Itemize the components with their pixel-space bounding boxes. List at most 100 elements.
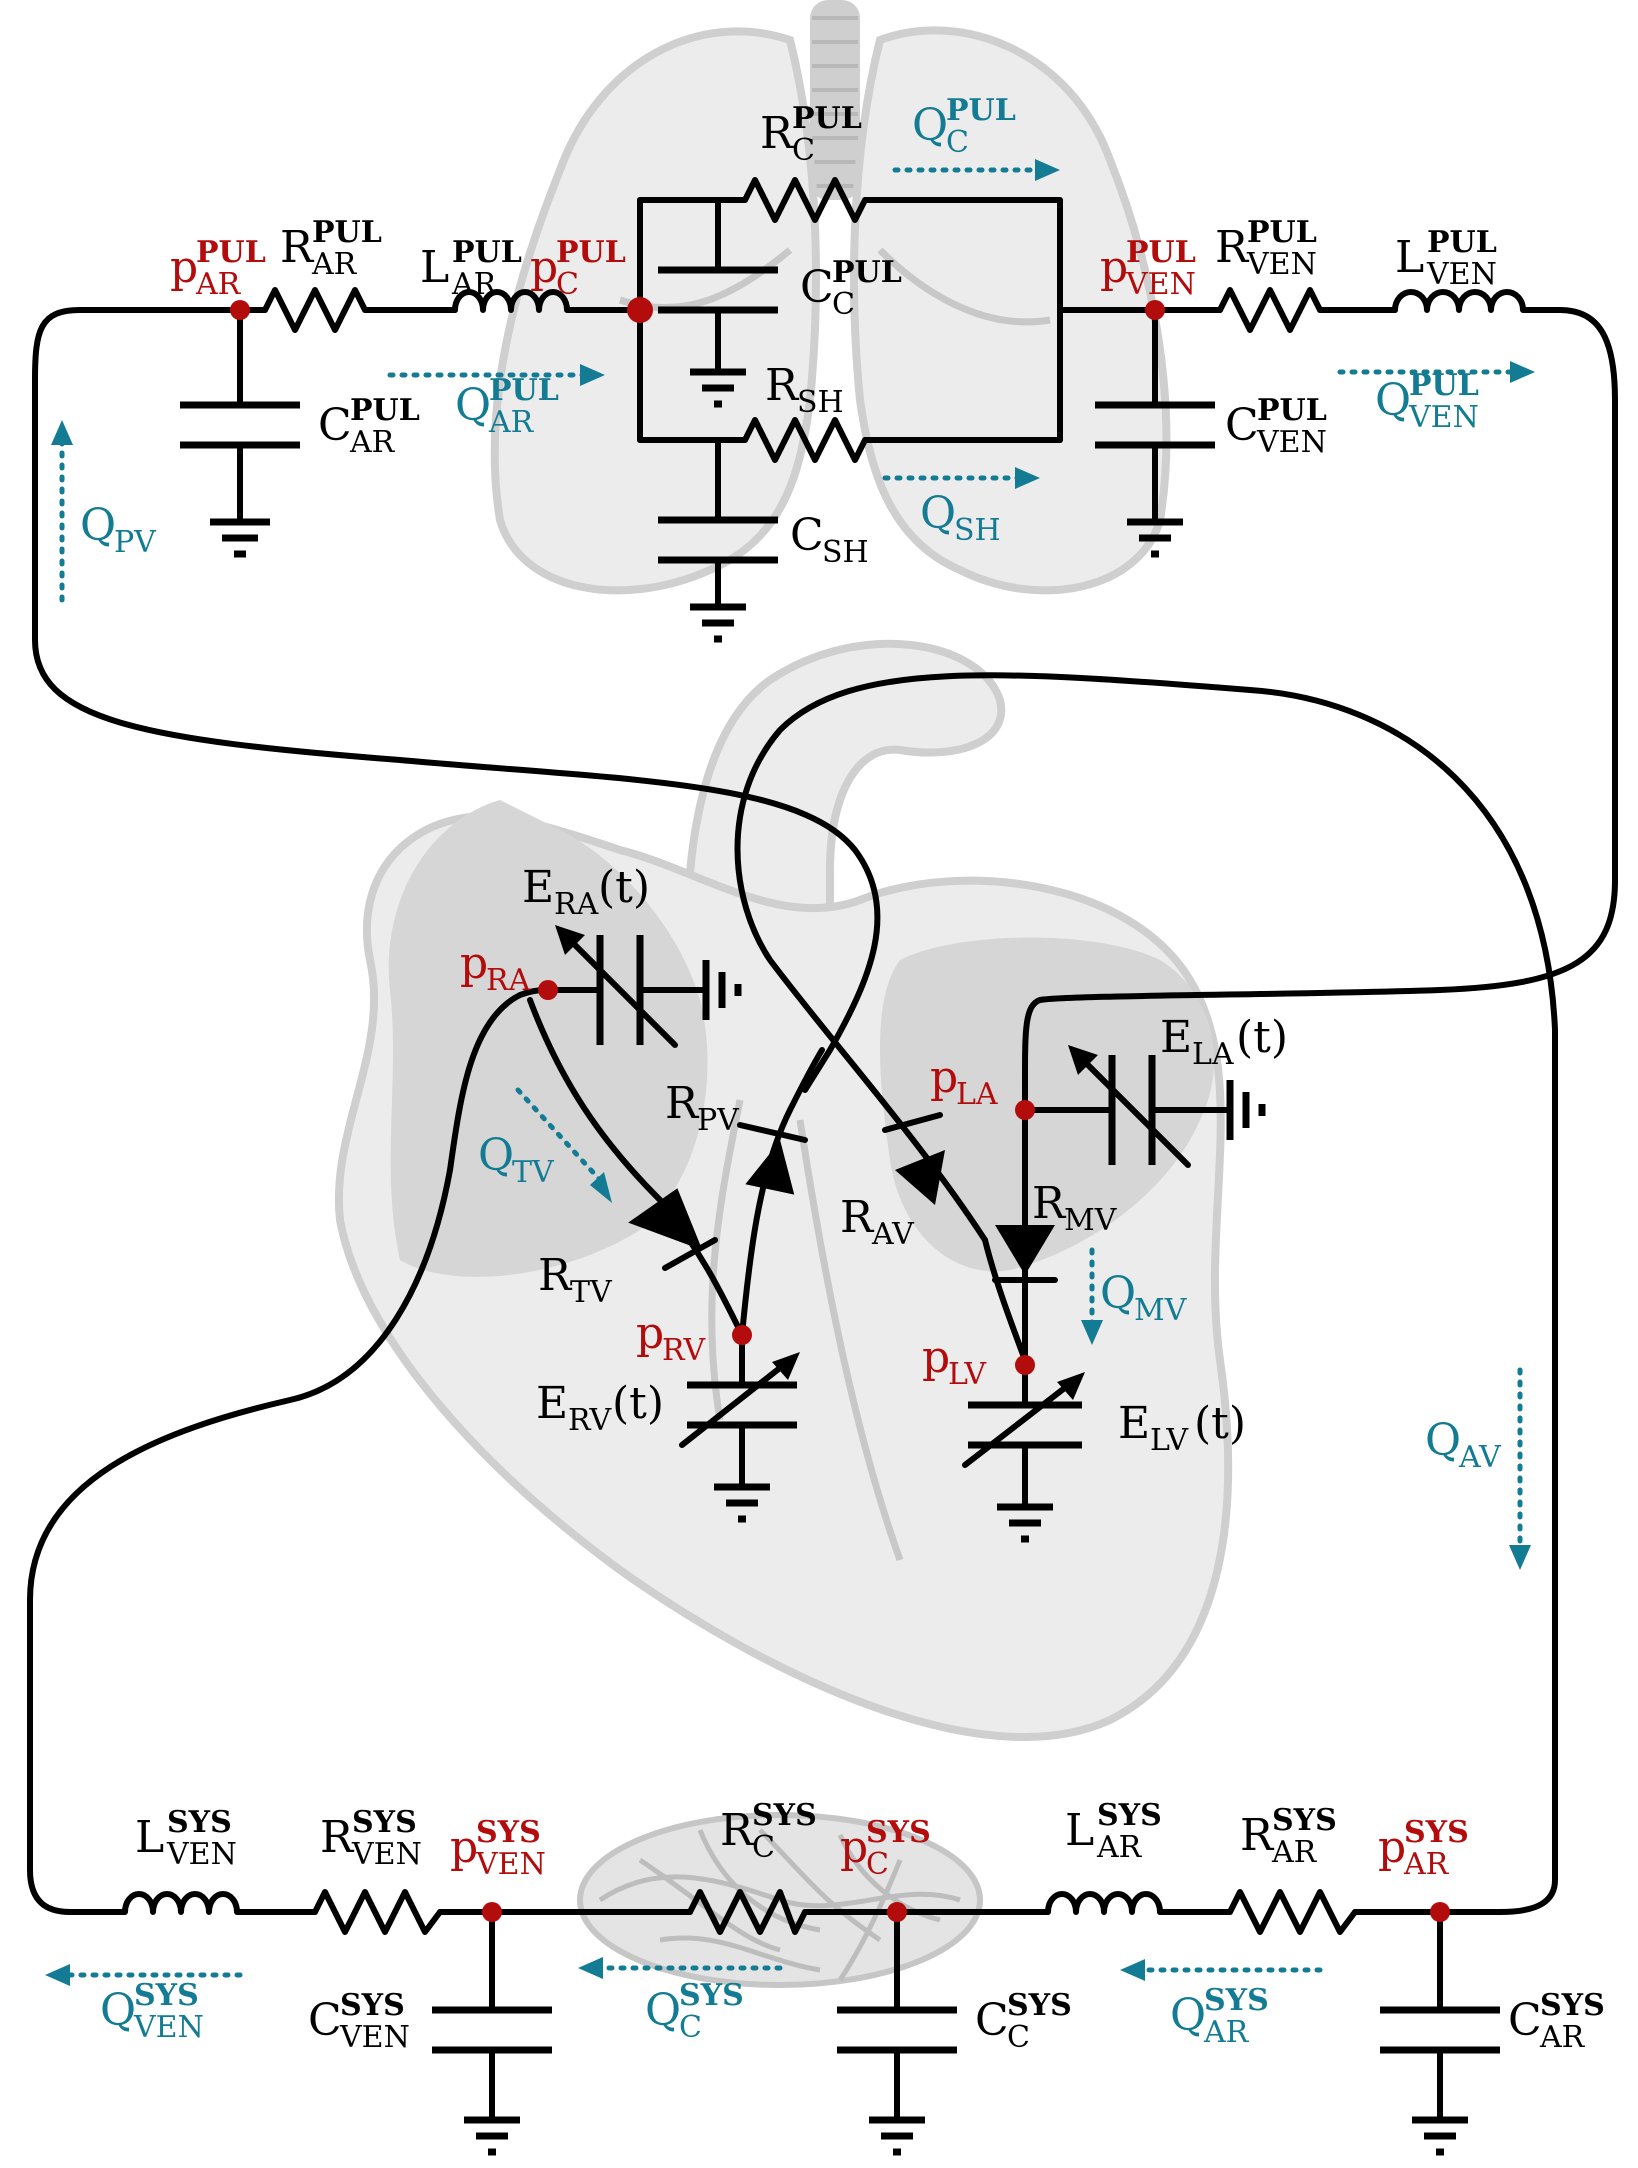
svg-text:E: E	[1118, 1398, 1150, 1449]
svg-text:p: p	[1100, 242, 1128, 293]
svg-text:AR: AR	[1096, 1830, 1143, 1865]
svg-text:L: L	[420, 242, 449, 293]
svg-text:MV: MV	[1064, 1203, 1118, 1238]
svg-text:C: C	[1007, 2020, 1030, 2055]
label-heart-r-tv: RTV	[538, 1250, 613, 1310]
systemic-venous-resistor	[312, 1889, 443, 1935]
node-p-ra	[538, 980, 558, 1000]
svg-text:(t): (t)	[1194, 1398, 1246, 1449]
svg-text:p: p	[170, 242, 198, 293]
svg-text:PUL: PUL	[832, 255, 902, 290]
svg-text:SYS: SYS	[1007, 1988, 1072, 2023]
svg-text:AV: AV	[1458, 1440, 1502, 1475]
pulmonary-venous-inductor	[1392, 289, 1528, 313]
svg-text:L: L	[1395, 232, 1424, 283]
svg-text:C: C	[1225, 400, 1259, 451]
svg-text:C: C	[556, 267, 579, 302]
svg-text:C: C	[679, 2010, 702, 2045]
svg-text:SYS: SYS	[352, 1805, 417, 1840]
svg-text:p: p	[1378, 1822, 1406, 1873]
svg-text:L: L	[135, 1812, 164, 1863]
label-heart-q-tv: QTV	[478, 1130, 555, 1190]
svg-text:p: p	[460, 938, 488, 989]
node-p-ven-pul	[1145, 300, 1165, 320]
svg-text:AR: AR	[1271, 1835, 1318, 1870]
svg-text:R: R	[765, 360, 800, 411]
svg-text:SH: SH	[797, 385, 844, 420]
svg-text:VEN: VEN	[339, 2020, 410, 2055]
svg-text:SYS: SYS	[167, 1805, 232, 1840]
svg-text:Q: Q	[912, 100, 948, 151]
svg-text:VEN: VEN	[133, 2010, 204, 2045]
left-ventricle-elastance	[962, 1357, 1085, 1543]
svg-text:PUL: PUL	[312, 215, 382, 250]
svg-text:PUL: PUL	[1126, 235, 1196, 270]
svg-text:PV: PV	[114, 525, 157, 560]
svg-text:R: R	[1240, 1810, 1275, 1861]
svg-text:C: C	[800, 262, 834, 313]
mitral-valve	[992, 1107, 1058, 1363]
svg-text:Q: Q	[920, 488, 956, 539]
svg-text:TV: TV	[512, 1155, 555, 1190]
systemic-arterial-inductor	[1037, 1891, 1163, 1915]
right-atrium-elastance	[545, 925, 742, 1048]
svg-text:VEN: VEN	[1426, 257, 1497, 292]
svg-text:C: C	[832, 287, 855, 322]
svg-text:SYS: SYS	[1204, 1983, 1269, 2018]
svg-text:Q: Q	[1425, 1415, 1461, 1466]
label-heart-p-lv: pLV	[922, 1332, 987, 1392]
svg-text:Q: Q	[455, 380, 491, 431]
pulmonary-valve	[737, 1047, 825, 1338]
svg-text:SYS: SYS	[866, 1815, 931, 1850]
node-p-ven-sys	[482, 1902, 502, 1922]
svg-text:Q: Q	[80, 500, 116, 551]
label-pulmonary-r-sh: RSH	[765, 360, 844, 420]
svg-text:PV: PV	[697, 1103, 740, 1138]
pulmonary-capillary-resistor	[742, 177, 868, 223]
wires	[27, 197, 1618, 1915]
svg-text:p: p	[840, 1822, 868, 1873]
svg-text:SYS: SYS	[1097, 1798, 1162, 1833]
svg-text:LV: LV	[948, 1357, 987, 1392]
svg-text:SYS: SYS	[1272, 1803, 1337, 1838]
svg-text:R: R	[1215, 222, 1250, 273]
systemic-venous-inductor	[102, 1891, 248, 1915]
svg-text:R: R	[840, 1192, 875, 1243]
svg-text:R: R	[538, 1250, 573, 1301]
systemic-venous-capacitor	[432, 1909, 552, 2156]
svg-text:TV: TV	[570, 1275, 613, 1310]
svg-text:C: C	[792, 133, 815, 168]
pulmonary-shunt-resistor	[742, 417, 868, 463]
svg-text:R: R	[280, 222, 315, 273]
svg-text:SYS: SYS	[752, 1798, 817, 1833]
svg-text:SH: SH	[822, 535, 869, 570]
svg-text:AR: AR	[195, 267, 242, 302]
svg-text:Q: Q	[100, 1985, 136, 2036]
svg-text:C: C	[946, 125, 969, 160]
svg-text:LA: LA	[956, 1077, 998, 1112]
svg-text:VEN: VEN	[1246, 247, 1317, 282]
pulmonary-capillary-capacitor	[658, 197, 778, 408]
svg-text:(t): (t)	[598, 862, 650, 913]
svg-text:C: C	[318, 400, 352, 451]
flow-arrows	[45, 159, 1535, 1986]
